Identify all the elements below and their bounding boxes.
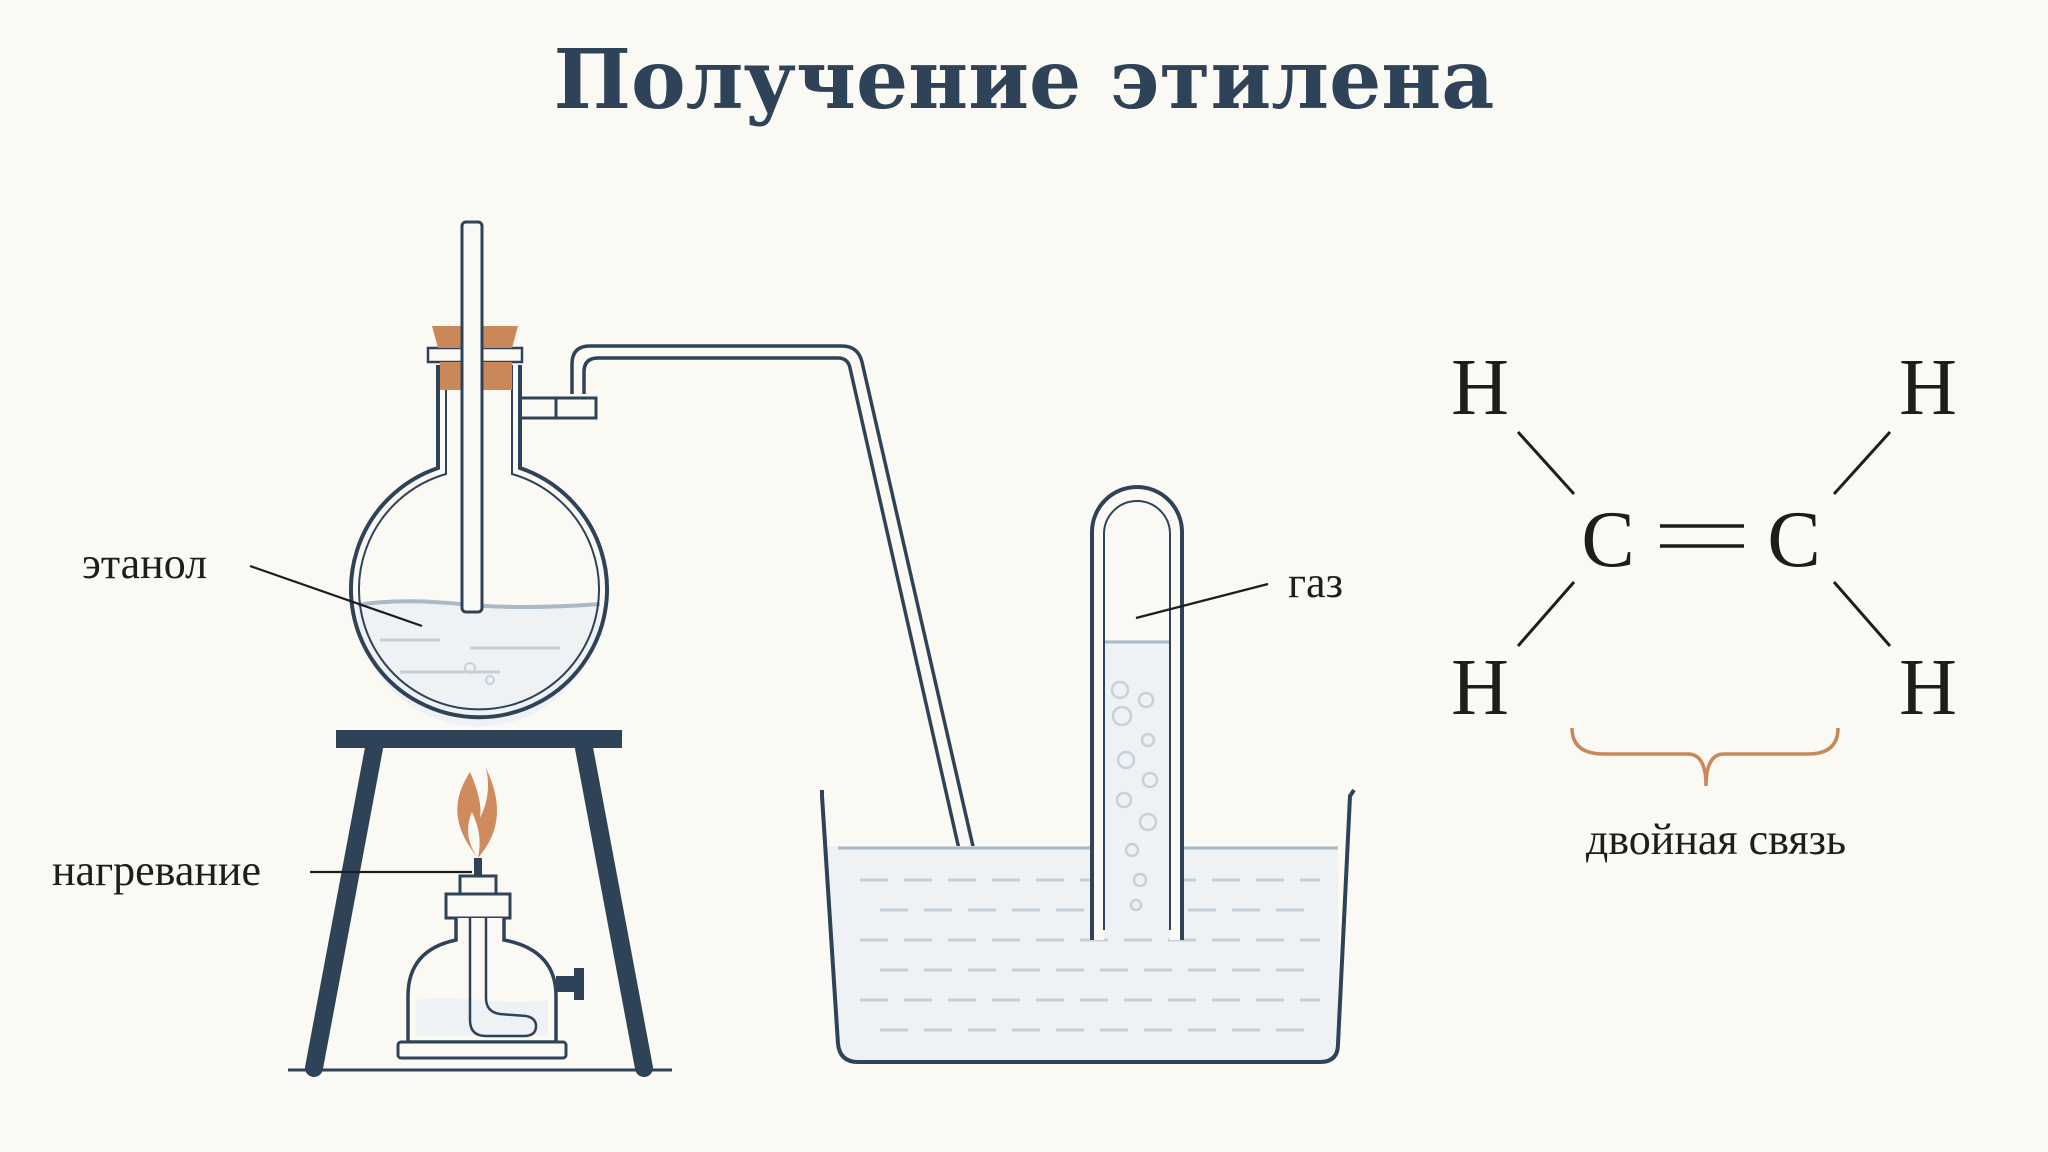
label-double-bond: двойная связь — [1586, 815, 1846, 864]
atom-c-right: C — [1767, 496, 1820, 584]
page-title: Получение этилена — [554, 32, 1495, 128]
flask-outline — [349, 365, 609, 720]
atom-h-top-right: H — [1899, 344, 1957, 432]
label-heating: нагревание — [52, 846, 261, 895]
tube-water — [1104, 640, 1170, 930]
ethylene-structural-formula: H H C C H H двойная связь — [1451, 344, 1957, 864]
trough-outline — [820, 788, 1356, 1064]
bond-c-h-bottom-right — [1832, 581, 1892, 647]
tripod-top — [336, 730, 622, 748]
tripod-leg-left — [305, 739, 383, 1077]
burner-cap — [444, 892, 512, 920]
wick — [474, 858, 482, 876]
leader-gas — [1135, 582, 1269, 620]
burner-fuel — [416, 998, 548, 1036]
label-ethanol: этанол — [82, 539, 207, 588]
tripod-leg-right — [575, 739, 653, 1077]
burner-knob — [556, 976, 574, 992]
burner-knob-cap — [574, 968, 584, 1000]
water-trough — [820, 788, 1356, 1064]
flask-inner-outline — [358, 365, 600, 711]
ethanol-surface — [357, 599, 601, 609]
ethanol-liquid — [358, 601, 600, 727]
round-flask — [349, 220, 609, 727]
gas-bubbles — [1110, 680, 1159, 912]
bond-c-h-top-left — [1516, 430, 1576, 496]
bubble — [464, 662, 476, 674]
flame-core — [468, 812, 480, 858]
tube-outline — [1090, 485, 1184, 940]
atom-h-bottom-right: H — [1899, 644, 1957, 732]
tripod-stand — [288, 730, 672, 1077]
tube-inner-outline — [1103, 500, 1171, 930]
atom-c-left: C — [1581, 496, 1634, 584]
burner-wick-tube — [468, 918, 538, 1038]
atom-h-bottom-left: H — [1451, 644, 1509, 732]
trough-water — [822, 846, 1338, 1062]
bond-c-h-top-right — [1832, 430, 1892, 496]
flame — [457, 768, 498, 858]
atom-h-top-left: H — [1451, 344, 1509, 432]
collection-test-tube — [1090, 485, 1184, 940]
double-bond-brace — [1570, 727, 1840, 787]
burner-base — [396, 1040, 568, 1060]
bond-c-h-bottom-left — [1516, 581, 1576, 647]
vertical-tube — [460, 220, 484, 614]
tube-glass — [1092, 487, 1182, 940]
label-gas: газ — [1288, 558, 1343, 607]
flask-side-arm — [520, 396, 556, 420]
wick-holder — [458, 874, 498, 896]
bubble — [485, 675, 495, 685]
leader-ethanol — [249, 564, 423, 628]
tube-connector — [554, 396, 598, 420]
spirit-burner — [396, 768, 584, 1060]
